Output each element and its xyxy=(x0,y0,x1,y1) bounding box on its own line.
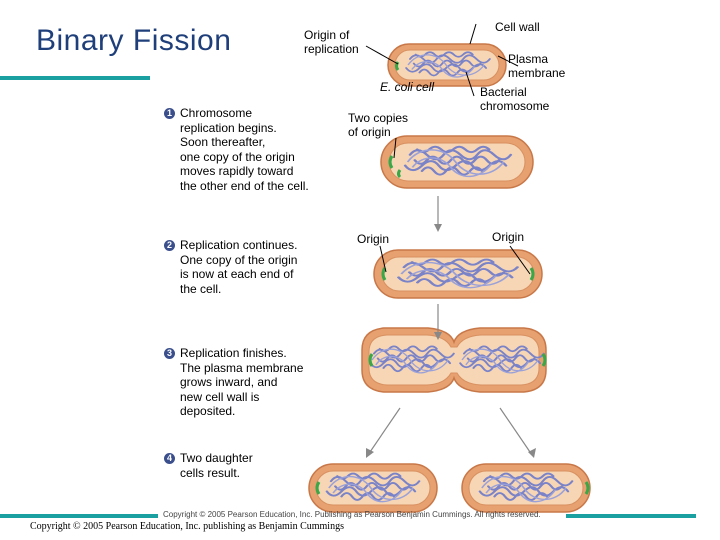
step-2-number: 2 xyxy=(164,240,175,251)
cell-stage-0 xyxy=(387,43,507,87)
step-2-text: Replication continues. One copy of the o… xyxy=(180,238,298,296)
label-two-copies-of-origin: Two copies of origin xyxy=(348,111,409,139)
label-origin-left: Origin xyxy=(357,232,390,246)
cell-stage-2 xyxy=(373,249,543,299)
step-4-number: 4 xyxy=(164,453,175,464)
footer-rule-left xyxy=(0,514,158,518)
label-origin-of-replication: Origin of replication xyxy=(304,28,359,56)
label-cell-wall: Cell wall xyxy=(495,20,540,34)
step-1-text: Chromosome replication begins. Soon ther… xyxy=(180,106,309,193)
page-title: Binary Fission xyxy=(36,24,232,57)
cell-stage-3 xyxy=(361,327,547,393)
footer-rule-right xyxy=(566,514,696,518)
label-origin-right: Origin xyxy=(492,230,525,244)
daughter-cell-left xyxy=(308,463,438,513)
label-ecoli-cell: E. coli cell xyxy=(380,80,435,94)
daughter-cell-right xyxy=(461,463,591,513)
leader-lines xyxy=(365,23,531,275)
copyright-inner: Copyright © 2005 Pearson Education, Inc.… xyxy=(163,510,541,519)
step-3-text: Replication finishes. The plasma membran… xyxy=(180,346,304,418)
label-bacterial-chromosome: Bacterial chromosome xyxy=(480,85,550,113)
arrowheads xyxy=(366,224,536,458)
copyright-footer: Copyright © 2005 Pearson Education, Inc.… xyxy=(30,521,344,532)
step-3-number: 3 xyxy=(164,348,175,359)
cell-stage-1 xyxy=(380,135,534,189)
title-underline xyxy=(0,76,150,80)
step-1-number: 1 xyxy=(164,108,175,119)
label-plasma-membrane: Plasma membrane xyxy=(508,52,566,80)
stage-arrows xyxy=(369,196,531,453)
step-4-text: Two daughter cells result. xyxy=(180,451,253,480)
